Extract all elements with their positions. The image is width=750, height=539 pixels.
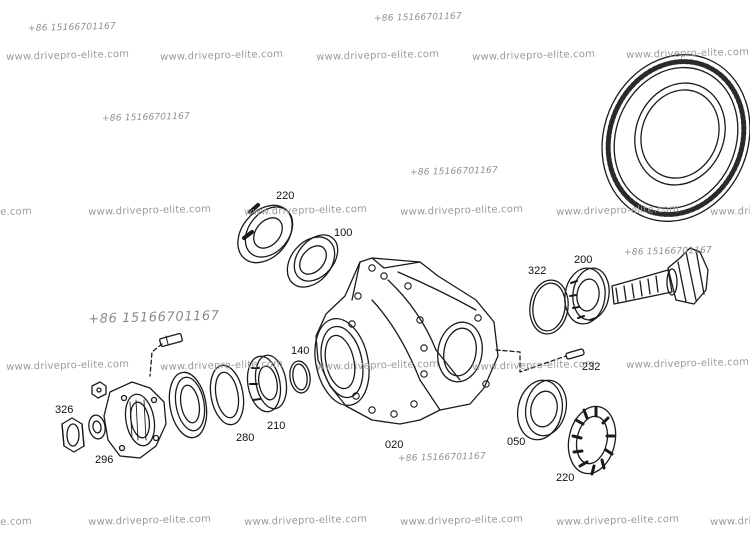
part-220-bottom-cage [567, 405, 617, 476]
cover-seal-plate [168, 371, 208, 439]
part-232-pin [495, 348, 585, 373]
part-280-seal [209, 364, 245, 426]
drive-pinion-shaft [611, 247, 709, 305]
crown-ring-gear [601, 54, 750, 222]
flange-bolt [149, 332, 183, 377]
part-label-280: 280 [236, 432, 255, 444]
part-label-326: 326 [55, 404, 74, 416]
part-100-bearing [286, 234, 339, 288]
part-label-100: 100 [334, 227, 353, 239]
part-200-bearing [564, 267, 610, 325]
drive-flange [103, 381, 167, 459]
small-hex-nut [91, 381, 107, 399]
watermark-website-cut: www.driv [710, 515, 750, 528]
watermark-website-cut: e.com [0, 206, 32, 218]
housing-bolt-holes [348, 264, 490, 418]
part-label-210: 210 [267, 420, 286, 432]
part-label-020: 020 [385, 439, 404, 451]
part-220-top-seal [237, 203, 294, 264]
part-label-232: 232 [582, 361, 601, 373]
part-050-bearing [516, 379, 568, 441]
part-label-050: 050 [507, 436, 526, 448]
part-296-washer [88, 414, 106, 440]
part-322-shim [529, 279, 569, 335]
part-020-differential-housing [314, 257, 499, 425]
part-label-140: 140 [291, 345, 310, 357]
part-label-220-bottom: 220 [556, 472, 575, 484]
watermark-website-cut: www.driv [710, 205, 750, 218]
part-label-296: 296 [95, 454, 114, 466]
part-label-322: 322 [528, 265, 547, 277]
watermark-website-cut: e.com [0, 516, 32, 528]
part-326-nut [61, 417, 85, 453]
part-210-bearing [246, 354, 288, 413]
part-140-snap-ring [289, 360, 311, 394]
part-label-220-top: 220 [276, 190, 295, 202]
part-label-200: 200 [574, 254, 593, 266]
